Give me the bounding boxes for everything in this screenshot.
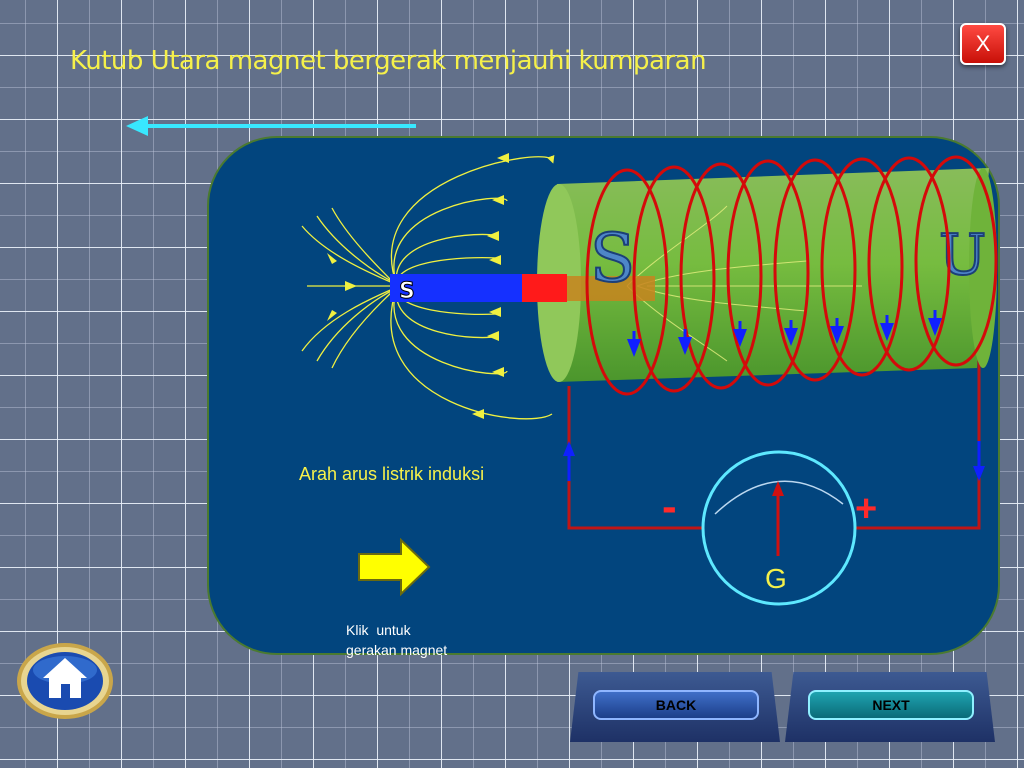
induced-current-caption: Arah arus listrik induksi xyxy=(299,464,485,484)
circuit-wire xyxy=(567,346,981,530)
hint-line-1: Klik untuk xyxy=(346,622,411,638)
galvanometer xyxy=(701,450,857,606)
coil-windings xyxy=(585,155,998,396)
move-magnet-button[interactable] xyxy=(357,538,432,596)
close-button[interactable]: X xyxy=(960,23,1006,65)
induction-scene: S S U xyxy=(301,153,998,606)
home-button[interactable] xyxy=(15,640,115,722)
current-arrow-left xyxy=(563,441,575,481)
winding-current-arrows xyxy=(627,318,942,357)
next-button[interactable]: NEXT xyxy=(808,690,974,720)
close-icon: X xyxy=(975,31,991,56)
page-title: Kutub Utara magnet bergerak menjauhi kum… xyxy=(70,46,707,76)
home-icon xyxy=(43,658,87,698)
field-arrowheads xyxy=(327,153,509,419)
magnet-pole-label: S xyxy=(399,279,415,304)
motion-direction-arrow xyxy=(126,116,416,136)
back-button[interactable]: BACK xyxy=(593,690,759,720)
galvanometer-label: G xyxy=(765,563,787,594)
negative-terminal: - xyxy=(662,482,677,531)
current-arrow-right xyxy=(973,441,985,481)
click-hint: Klik untuk gerakan magnet xyxy=(346,620,486,660)
hint-line-2: gerakan magnet xyxy=(346,642,448,658)
positive-terminal: + xyxy=(855,488,878,530)
coil-pole-left: S xyxy=(590,220,635,297)
bar-magnet xyxy=(390,274,655,302)
